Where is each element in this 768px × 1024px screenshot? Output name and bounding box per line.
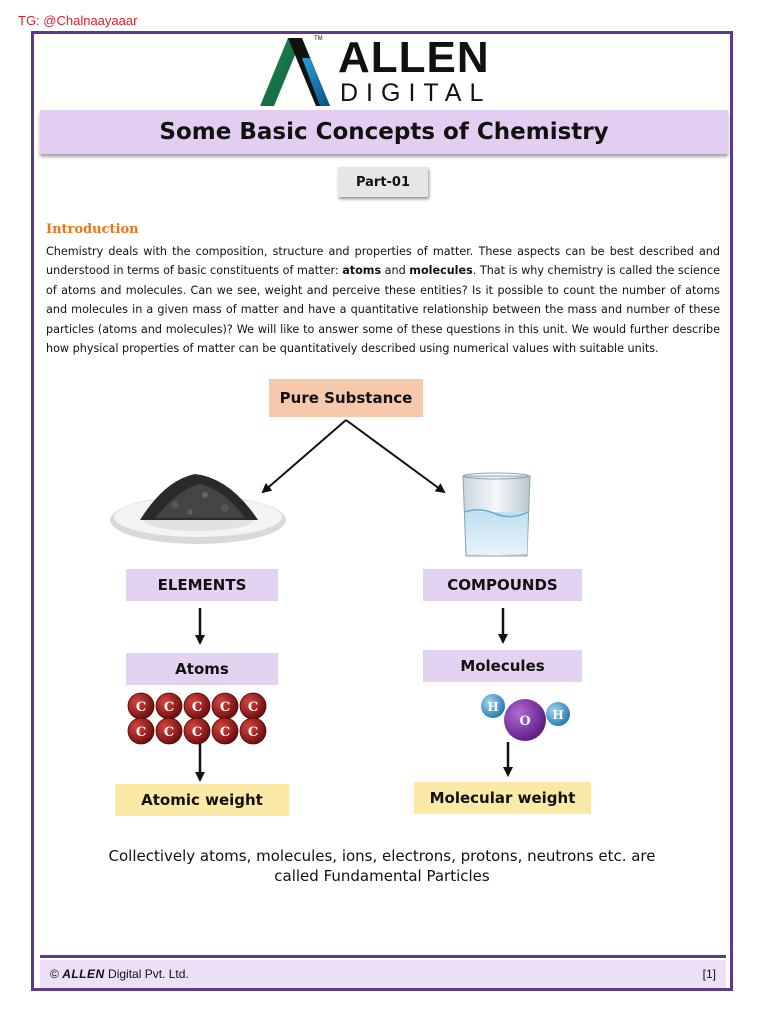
telegram-tag: TG: @Chalnaayaaar [18,13,138,28]
caption-line-2: called Fundamental Particles [274,867,490,885]
carbon-atom-label: C [136,700,146,715]
atoms-box: Atoms [126,653,278,685]
intro-text-1: Chemistry deals with the composition, st… [46,245,720,278]
carbon-atom-label: C [136,725,146,740]
page-number: [1] [702,967,716,981]
pure-substance-box: Pure Substance [269,379,423,417]
carbon-atom [155,717,183,745]
footer-company: Digital Pvt. Ltd. [104,967,189,981]
molecular-weight-box: Molecular weight [414,782,591,814]
hydrogen-label-left: H [487,700,498,714]
down-arrows [195,608,513,782]
allen-logo-mark-icon [260,38,330,106]
copyright-symbol: © [50,967,59,981]
carbon-atom-label: C [248,700,258,715]
carbon-atom-label: C [248,725,258,740]
branch-arrows [261,419,446,494]
carbon-atom-label: C [220,725,230,740]
logo-sub-text: DIGITAL [340,79,492,107]
caption-line-1: Collectively atoms, molecules, ions, ele… [108,847,656,865]
hydrogen-atom-left [481,694,505,718]
fundamental-particles-caption: Collectively atoms, molecules, ions, ele… [60,846,704,886]
title-banner: Some Basic Concepts of Chemistry [40,110,728,154]
page-footer: © ALLEN Digital Pvt. Ltd. [1] [40,960,726,988]
molecules-box: Molecules [423,650,582,682]
intro-paragraph: Chemistry deals with the composition, st… [46,242,720,358]
carbon-atom [211,717,239,745]
water-molecule-image: O H H [481,694,570,741]
intro-bold-atoms: atoms [342,264,382,278]
page-title: Some Basic Concepts of Chemistry [159,119,609,145]
oxygen-label: O [519,714,530,729]
carbon-atom-label: C [164,725,174,740]
carbon-atom-label: C [164,700,174,715]
intro-bold-molecules: molecules [409,264,473,278]
logo-brand-text: ALLEN [338,33,490,82]
hydrogen-atom-right [546,702,570,726]
footer-divider [40,955,726,958]
footer-copyright: © ALLEN Digital Pvt. Ltd. [50,967,189,981]
intro-text-2: . That is why chemistry is called the sc… [46,264,720,356]
oxygen-atom [504,699,546,741]
glass-of-water-image [462,472,531,557]
carbon-atom-label: C [220,700,230,715]
carbon-atom [239,717,267,745]
footer-brand: ALLEN [62,967,105,981]
plate-of-carbon-image [110,474,286,544]
intro-text-and: and [381,264,410,278]
carbon-atom [183,717,211,745]
carbon-atom-label: C [192,700,202,715]
part-label: Part-01 [338,167,428,197]
carbon-atom [127,717,155,745]
compounds-box: COMPOUNDS [423,569,582,601]
page-frame [31,31,733,991]
trademark-mark: TM [314,36,323,42]
allen-digital-logo: TM ALLEN DIGITAL [258,36,510,108]
intro-heading: Introduction [46,222,139,237]
elements-box: ELEMENTS [126,569,278,601]
carbon-atom-label: C [192,725,202,740]
hydrogen-label-right: H [552,708,563,722]
atomic-weight-box: Atomic weight [115,784,289,816]
